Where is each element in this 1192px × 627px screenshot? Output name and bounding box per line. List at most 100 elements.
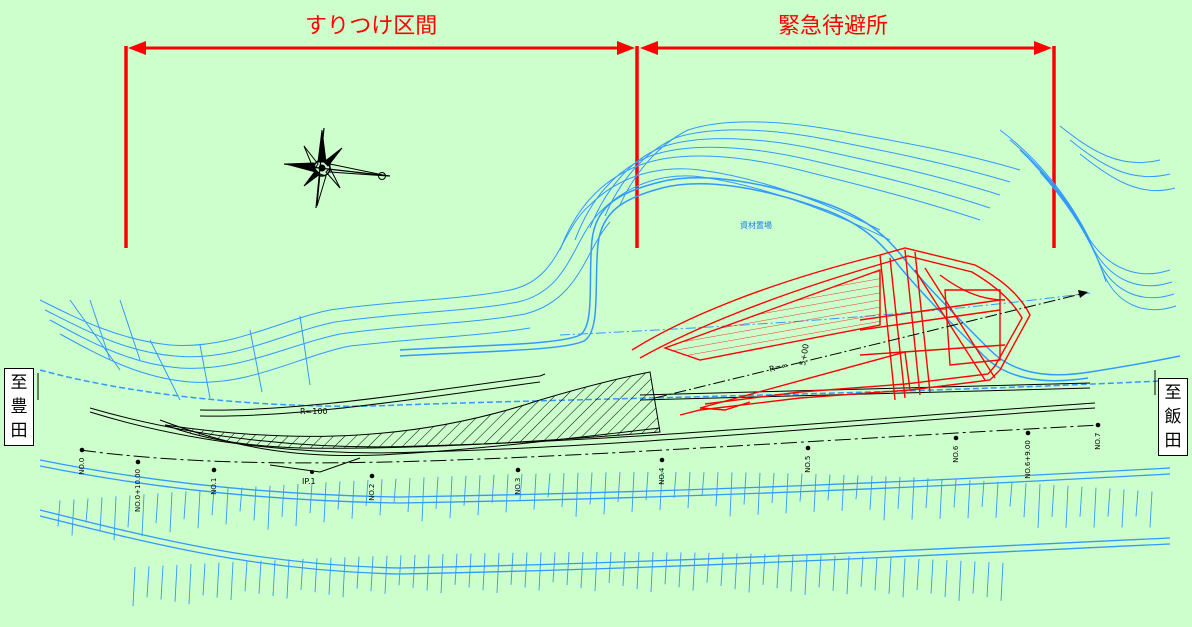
curve-radius-label: R=100 [300,407,328,416]
drawing-labels: R=100 IP.1 R=∞ 5+00 資材置場 [300,220,811,486]
ip-point [310,470,314,474]
slope-tick [435,476,439,509]
arrowhead [1034,41,1052,55]
slope-tick [412,554,416,588]
slope-tick [197,490,201,529]
station-label: NO.6 [952,445,960,463]
slope-tick [832,555,836,591]
compass-rose-icon [283,127,391,209]
station-dot [515,467,521,473]
arrowhead [1078,290,1088,298]
slope-tick [314,558,318,593]
slope-tick [1023,483,1027,518]
slope-tick [706,552,710,583]
slope-tick [407,478,411,513]
slope-tick [986,562,990,598]
station-label: NO.5 [804,456,812,473]
station-dot [79,447,85,453]
shelter-outline [631,247,1031,416]
slope-tick [883,476,887,521]
slope-tick [678,552,682,588]
slope-tick [169,492,173,533]
station-label: NO.1 [210,478,218,495]
station-dot [805,445,811,451]
slope-tick [351,480,355,519]
slope-tick [295,483,299,526]
slope-tick [113,496,117,541]
ip-label: IP.1 [302,477,316,486]
slope-tick [972,561,976,594]
slope-tick [370,556,374,592]
slope-tick [253,486,257,521]
slope-tick [552,552,556,583]
destination-char: 至 [10,373,28,393]
slope-tick [356,556,360,589]
arrowhead [128,41,146,55]
slope-tick [902,558,906,598]
station-dot [1025,430,1031,436]
slope-tick [1121,489,1125,528]
slope-tick [771,473,775,504]
slope-tick [323,482,327,523]
station-label: NO.6+9.00 [1024,440,1032,479]
slope-tick [916,558,920,590]
slope-tick [930,559,934,594]
slope-tick [258,560,262,594]
slope-tick [524,552,528,588]
slope-tick [272,560,276,597]
slope-tick [510,552,514,585]
destination-char: 至 [1164,383,1182,403]
station-label: NO.3 [514,478,522,495]
slope-tick [1000,562,1004,601]
slope-tick [715,472,719,507]
slope-tick [659,471,663,511]
slope-tick [398,555,402,586]
slope-tick [449,476,453,519]
slope-tick [71,499,75,536]
slope-tick [463,475,467,506]
slope-tick [603,472,607,515]
slope-tick [155,493,159,524]
slope-tick [967,480,971,519]
slope-tick [897,476,901,509]
slope-tick [216,562,220,598]
slope-tick [911,477,915,520]
slope-tick [636,552,640,590]
slope-tick [496,552,500,593]
slope-tick [776,554,780,589]
slope-tick [692,552,696,591]
slope-tick [1037,484,1041,529]
slope-tick [1093,487,1097,528]
slope-tick [426,554,430,591]
slope-tick [85,498,89,523]
slope-tick [813,474,817,513]
slope-tick [804,554,808,595]
slope-tick [1107,488,1111,517]
slope-tick [757,472,761,515]
slope-tick [939,478,943,519]
slope-tick [57,500,61,527]
slope-tick [785,473,789,514]
destination-char: 豊 [10,397,28,417]
slope-tick [874,557,878,591]
station-points [79,422,1101,479]
slope-tick [631,472,635,513]
slope-tick [309,483,313,514]
slope-tick [925,478,929,509]
slope-tick [141,494,145,537]
slope-tick [827,474,831,501]
slope-tick [869,475,873,510]
slope-tick [281,484,285,517]
destination-char: 飯 [1164,407,1182,427]
station-dot [211,467,217,473]
slope-tick [799,473,803,502]
station-label: NO.0 [78,458,86,475]
slope-tick [286,559,290,599]
slope-tick [944,560,948,598]
slope-ticks [57,471,1153,607]
arrowhead [617,41,635,55]
slope-tick [1135,490,1139,517]
slope-tick [575,472,579,517]
arrowhead [640,41,658,55]
slope-tick [855,475,859,500]
